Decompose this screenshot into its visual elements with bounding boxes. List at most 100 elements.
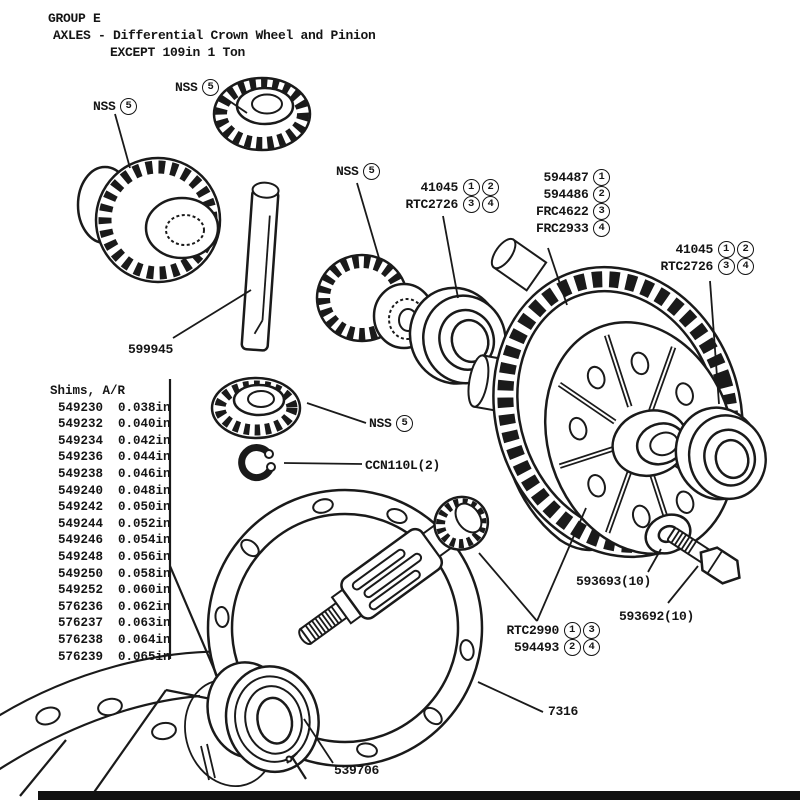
- circled-number: 3: [717, 258, 735, 275]
- oil-seal-highlighted-drawing: [206, 661, 320, 774]
- circled-number: 4: [482, 196, 499, 213]
- part-number: 549250: [58, 566, 104, 581]
- shims-table-title: Shims, A/R: [50, 384, 126, 398]
- circled-number: 5: [120, 98, 138, 115]
- side-gear-drawing: [76, 156, 222, 284]
- callout-circlip: CCN110L(2): [365, 458, 441, 473]
- shim-size: 0.040in: [118, 417, 171, 432]
- circled-number: 4: [593, 220, 610, 237]
- circled-number: 3: [583, 622, 600, 639]
- circled-number: 1: [563, 622, 581, 639]
- shim-size: 0.060in: [118, 583, 171, 598]
- shim-row: 549238 0.046in: [50, 466, 171, 483]
- shim-size: 0.056in: [118, 549, 171, 564]
- shim-row: 549234 0.042in: [50, 433, 171, 450]
- part-number: 549248: [58, 549, 104, 564]
- shim-size: 0.044in: [118, 450, 171, 465]
- circled-number: 2: [482, 179, 499, 196]
- shim-row: 549232 0.040in: [50, 416, 171, 433]
- shim-row: 549244 0.052in: [50, 516, 171, 533]
- shim-size: 0.050in: [118, 500, 171, 515]
- page-subtitle: EXCEPT 109in 1 Ton: [110, 45, 246, 60]
- circlip-drawing: [238, 444, 276, 482]
- shim-row: 549250 0.058in: [50, 566, 171, 583]
- pinion-shaft-drawing: [298, 495, 490, 645]
- shim-size: 0.046in: [118, 466, 171, 481]
- part-number: 549230: [58, 400, 104, 415]
- shim-row: 549230 0.038in: [50, 400, 171, 417]
- circled-number: 2: [593, 186, 610, 203]
- shim-size: 0.048in: [118, 483, 171, 498]
- shim-row: 576238 0.064in: [50, 632, 171, 649]
- part-number: 549232: [58, 417, 104, 432]
- part-number: 576238: [58, 632, 104, 647]
- shim-size: 0.065in: [118, 649, 171, 664]
- shim-row: 549252 0.060in: [50, 582, 171, 599]
- circled-number: 2: [563, 639, 581, 656]
- ball-bearing-right-drawing: [674, 406, 767, 501]
- part-number: 576236: [58, 599, 104, 614]
- axle-casing-drawing: [0, 650, 305, 799]
- circled-number: 5: [396, 415, 414, 432]
- shim-row: 549236 0.044in: [50, 449, 171, 466]
- shim-size: 0.038in: [118, 400, 171, 415]
- callout-bolt: 593692(10): [619, 609, 695, 624]
- shim-size: 0.042in: [118, 433, 171, 448]
- shim-size: 0.062in: [118, 599, 171, 614]
- cross-shaft-drawing: [240, 181, 280, 352]
- part-number: 549252: [58, 583, 104, 598]
- circled-number: 1: [462, 179, 480, 196]
- shim-size: 0.063in: [118, 616, 171, 631]
- circled-number: 1: [593, 169, 610, 186]
- circled-number: 3: [462, 196, 480, 213]
- page-title: AXLES - Differential Crown Wheel and Pin…: [53, 28, 376, 43]
- shim-row: 576236 0.062in: [50, 599, 171, 616]
- shim-size: 0.058in: [118, 566, 171, 581]
- part-number: 549238: [58, 466, 104, 481]
- callout-cross-shaft: 599945: [128, 342, 174, 357]
- circled-number: 3: [593, 203, 610, 220]
- circled-number: 5: [363, 163, 381, 180]
- part-number: 549246: [58, 533, 104, 548]
- bolt-drawing: [666, 527, 741, 585]
- part-number: 576237: [58, 616, 104, 631]
- circled-number: 1: [717, 241, 735, 258]
- small-bevel-gear-drawing: [210, 376, 302, 440]
- circled-number: 5: [202, 79, 220, 96]
- circled-number: 4: [737, 258, 754, 275]
- shim-row: 549240 0.048in: [50, 483, 171, 500]
- shim-size: 0.052in: [118, 516, 171, 531]
- shim-row: 576237 0.063in: [50, 615, 171, 632]
- part-number: 576239: [58, 649, 104, 664]
- leader-lines: [114, 95, 720, 764]
- part-number: 549240: [58, 483, 104, 498]
- shims-table: Shims, A/R 549230 0.038in 549232 0.040in 5…: [50, 383, 171, 665]
- page-bottom-rule: [38, 791, 800, 800]
- circled-number: 4: [583, 639, 600, 656]
- callout-washer: 593693(10): [576, 574, 652, 589]
- part-number: 549242: [58, 500, 104, 515]
- part-number: 549236: [58, 450, 104, 465]
- part-number: 549234: [58, 433, 104, 448]
- shim-row: 549242 0.050in: [50, 499, 171, 516]
- part-number: 549244: [58, 516, 104, 531]
- split-pin-drawing: [285, 752, 307, 780]
- group-heading: GROUP E: [48, 11, 101, 26]
- shim-row: 576239 0.065in: [50, 649, 171, 666]
- shim-size: 0.064in: [118, 632, 171, 647]
- callout-gasket: 7316: [548, 704, 579, 719]
- shim-row: 549248 0.056in: [50, 549, 171, 566]
- callout-oil-seal: 539706: [334, 763, 380, 778]
- circled-number: 2: [737, 241, 754, 258]
